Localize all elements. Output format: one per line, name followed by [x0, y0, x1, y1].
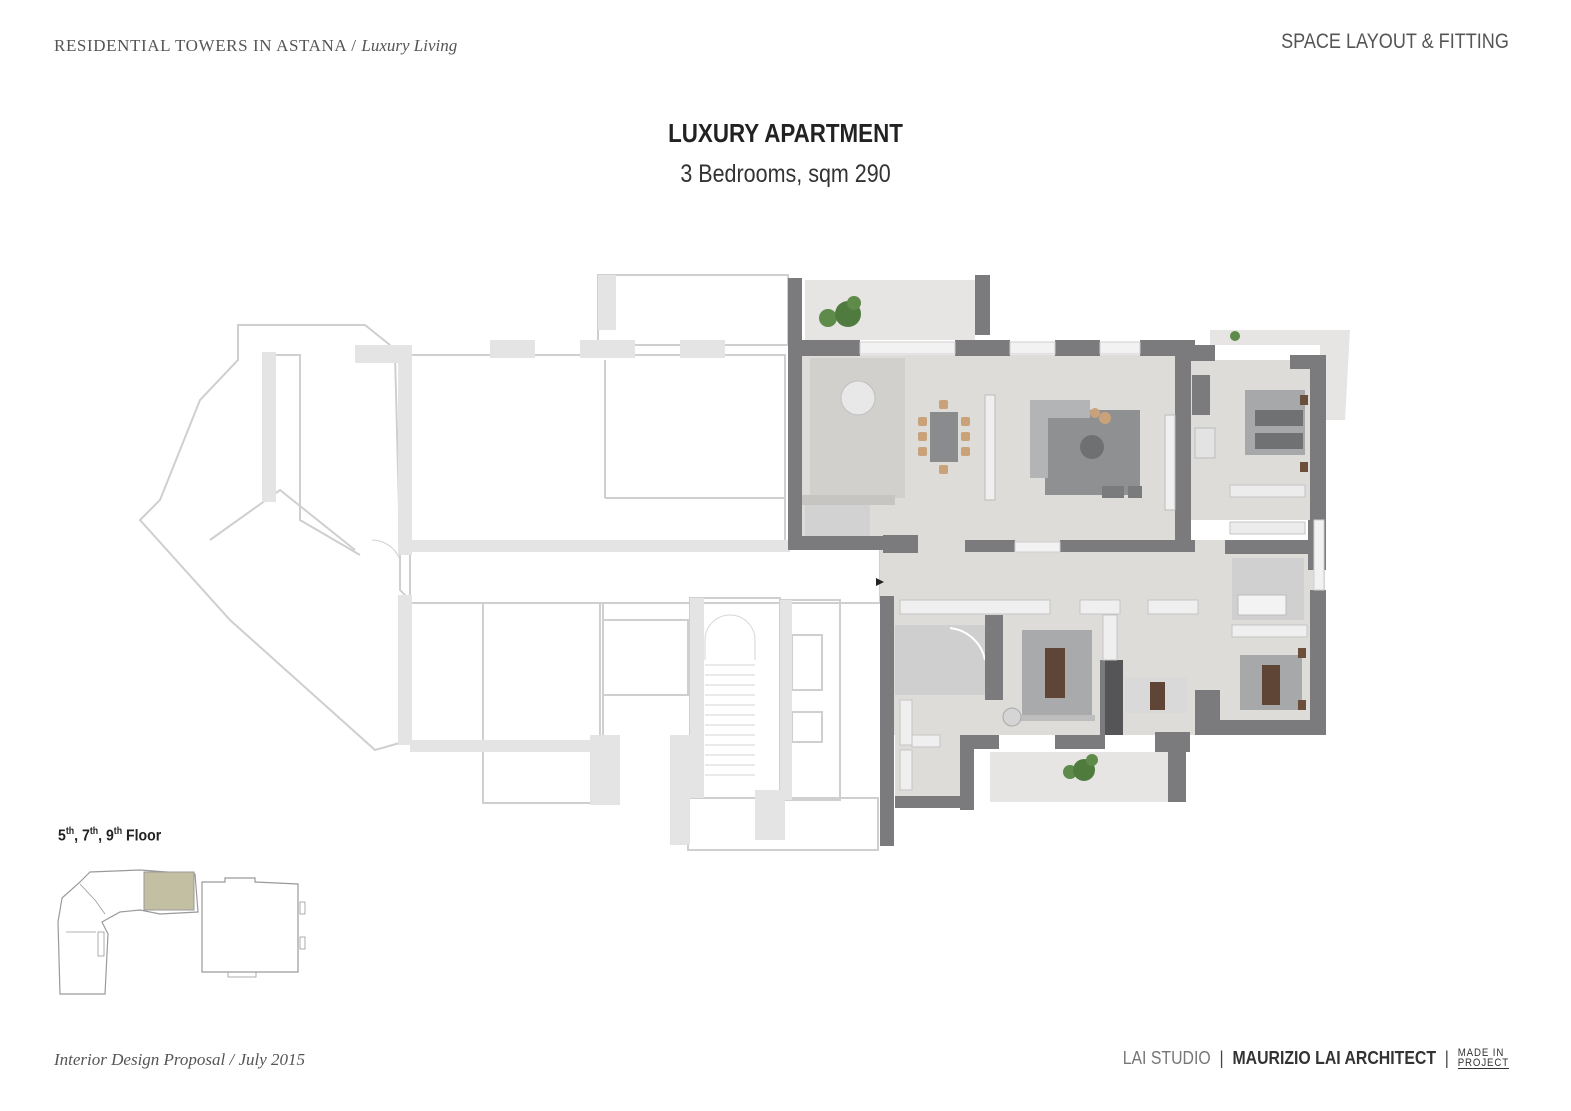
wardrobe-nw2 [1229, 521, 1306, 535]
master-chair [1002, 707, 1022, 727]
plant-top [819, 296, 861, 327]
door-arc [371, 539, 401, 561]
stair-treads [704, 614, 756, 776]
bottom-bump [482, 747, 599, 804]
plan-title: LUXURY APARTMENT [668, 118, 903, 148]
entrance-arrow [876, 578, 884, 586]
bed-se [1240, 648, 1306, 710]
kitchen-base [800, 495, 895, 505]
neighbour-walls [262, 275, 792, 845]
windows [859, 341, 1325, 591]
floor-label: 5th, 7th, 9th Floor [58, 826, 162, 845]
header-separator: / [351, 36, 357, 55]
bed-master [1020, 630, 1095, 721]
tv-console [1164, 414, 1176, 511]
partition [984, 394, 996, 501]
bed-small [1105, 660, 1187, 735]
project-subtitle: Luxury Living [361, 36, 458, 55]
chair-nw [1194, 427, 1216, 459]
sofa [1030, 400, 1090, 478]
lift-2 [791, 711, 823, 743]
bath-1 [895, 625, 985, 695]
wardrobes [899, 599, 1308, 791]
credit-separator-2: | [1444, 1048, 1449, 1068]
lift-1 [791, 634, 823, 691]
plan-subtitle: 3 Bedrooms, sqm 290 [680, 160, 891, 188]
bath-tub [1237, 594, 1287, 616]
middle-room-top [409, 354, 786, 546]
credit-separator: | [1219, 1048, 1224, 1068]
plant-right [1230, 331, 1240, 341]
key-plan-right-block [201, 877, 299, 973]
section-title: SPACE LAYOUT & FITTING [1281, 30, 1509, 53]
plant-bottom [1063, 754, 1098, 781]
armchair-2 [1128, 486, 1142, 498]
left-wing-inner2 [209, 488, 356, 551]
round-table [840, 380, 876, 416]
neighbour-units [138, 274, 881, 851]
corridor [409, 547, 881, 604]
bed-nw [1245, 390, 1308, 472]
project-name: RESIDENTIAL TOWERS IN ASTANA [54, 36, 347, 55]
proposal-date: Interior Design Proposal / July 2015 [54, 1050, 306, 1069]
coffee-table-2 [1099, 412, 1111, 424]
middle-room-low3 [602, 619, 689, 696]
wardrobe-nw [1229, 484, 1306, 498]
dining-set [918, 400, 970, 474]
kitchen-block [810, 358, 905, 498]
credits: LAI STUDIO | MAURIZIO LAI ARCHITECT | MA… [1123, 1048, 1509, 1069]
left-wing-inner [262, 354, 361, 556]
coffee-table-3 [1090, 408, 1100, 418]
middle-room-low1 [409, 602, 601, 744]
bath-3 [805, 505, 870, 540]
key-plan [57, 869, 306, 995]
terrace-top [805, 280, 975, 340]
middle-top-block [597, 274, 789, 346]
studio-name: LAI STUDIO [1122, 1048, 1211, 1068]
project-header: RESIDENTIAL TOWERS IN ASTANA / Luxury Li… [54, 36, 457, 56]
architect-name: MAURIZIO LAI ARCHITECT [1232, 1048, 1436, 1068]
middle-room-low2 [482, 602, 604, 744]
apartment-walls [788, 275, 1326, 846]
coffee-table-1 [1080, 435, 1104, 459]
key-plan-highlight [143, 871, 195, 911]
armchair-1 [1102, 486, 1124, 498]
